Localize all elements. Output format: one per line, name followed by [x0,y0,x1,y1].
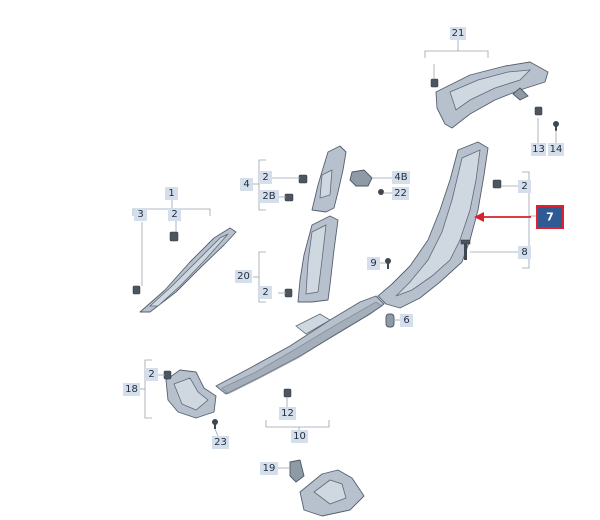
svg-text:2: 2 [262,287,268,298]
svg-text:19: 19 [263,463,276,474]
part-18-kick-panel [165,369,217,419]
svg-text:18: 18 [125,384,138,395]
part-1-a-pillar [139,227,237,313]
label-20-sub-2[interactable]: 2 [259,286,272,299]
label-19[interactable]: 19 [260,462,278,475]
stud-8 [460,239,471,260]
label-4B[interactable]: 4B [392,171,410,184]
label-10[interactable]: 10 [291,430,308,443]
svg-text:14: 14 [550,144,563,155]
svg-text:1: 1 [168,188,174,199]
leader-lines [132,40,557,469]
svg-text:23: 23 [214,437,227,448]
label-4-sub-2[interactable]: 2 [259,171,272,184]
clip-4B [349,169,373,187]
clip-19 [289,459,305,483]
clip-2B [284,193,294,202]
svg-text:21: 21 [452,28,465,39]
svg-text:8: 8 [521,247,527,258]
highlighted-label-7[interactable]: 7 [536,205,564,229]
clip-22 [378,189,384,195]
screw-23 [212,419,218,429]
screw-9 [385,258,391,269]
label-6[interactable]: 6 [400,314,413,327]
bottom-bracket [299,469,365,517]
clip-3 [132,285,141,295]
label-3[interactable]: 3 [134,208,147,221]
svg-text:2: 2 [521,181,527,192]
svg-text:2: 2 [171,209,177,220]
part-7-c-pillar [377,141,489,309]
part-21-upper-trim [435,61,549,129]
clip-12 [283,388,292,398]
clip-8-2 [492,179,502,189]
label-4[interactable]: 4 [240,178,253,191]
svg-text:6: 6 [403,315,409,326]
svg-text:4: 4 [243,179,249,190]
clip-1-2 [169,231,179,242]
label-18-sub-2[interactable]: 2 [145,368,158,381]
svg-text:9: 9 [370,258,376,269]
clip-20-2 [284,288,293,298]
label-18[interactable]: 18 [123,383,140,396]
label-13[interactable]: 13 [531,143,546,156]
label-23[interactable]: 23 [212,436,229,449]
part-4-pillar-upper [311,145,347,213]
part-20-pillar-lower [297,215,339,303]
svg-text:13: 13 [532,144,545,155]
label-8-sub-2[interactable]: 2 [518,180,531,193]
svg-text:20: 20 [237,271,250,282]
label-1[interactable]: 1 [165,187,178,200]
label-14[interactable]: 14 [548,143,564,156]
label-2B[interactable]: 2B [259,190,279,203]
svg-text:4B: 4B [394,172,407,183]
label-9[interactable]: 9 [367,257,380,270]
svg-text:22: 22 [394,188,407,199]
part-10-sill-trim [215,295,385,395]
label-20[interactable]: 20 [235,270,252,283]
label-21[interactable]: 21 [450,27,466,40]
clip-18-2 [163,370,172,380]
label-1-sub-2[interactable]: 2 [168,208,181,221]
svg-text:12: 12 [281,408,294,419]
svg-text:10: 10 [293,431,306,442]
svg-text:2: 2 [148,369,154,380]
clip-21 [430,78,439,88]
svg-text:2: 2 [262,172,268,183]
pointer-arrow [474,212,531,222]
clip-4-2 [298,174,308,184]
svg-text:3: 3 [137,209,143,220]
label-8[interactable]: 8 [518,246,531,259]
plug-6 [385,313,395,328]
clip-13 [534,106,543,116]
screw-14 [553,121,559,131]
svg-text:7: 7 [546,211,554,224]
svg-text:2B: 2B [262,191,275,202]
label-12[interactable]: 12 [279,407,296,420]
label-22[interactable]: 22 [392,187,409,200]
